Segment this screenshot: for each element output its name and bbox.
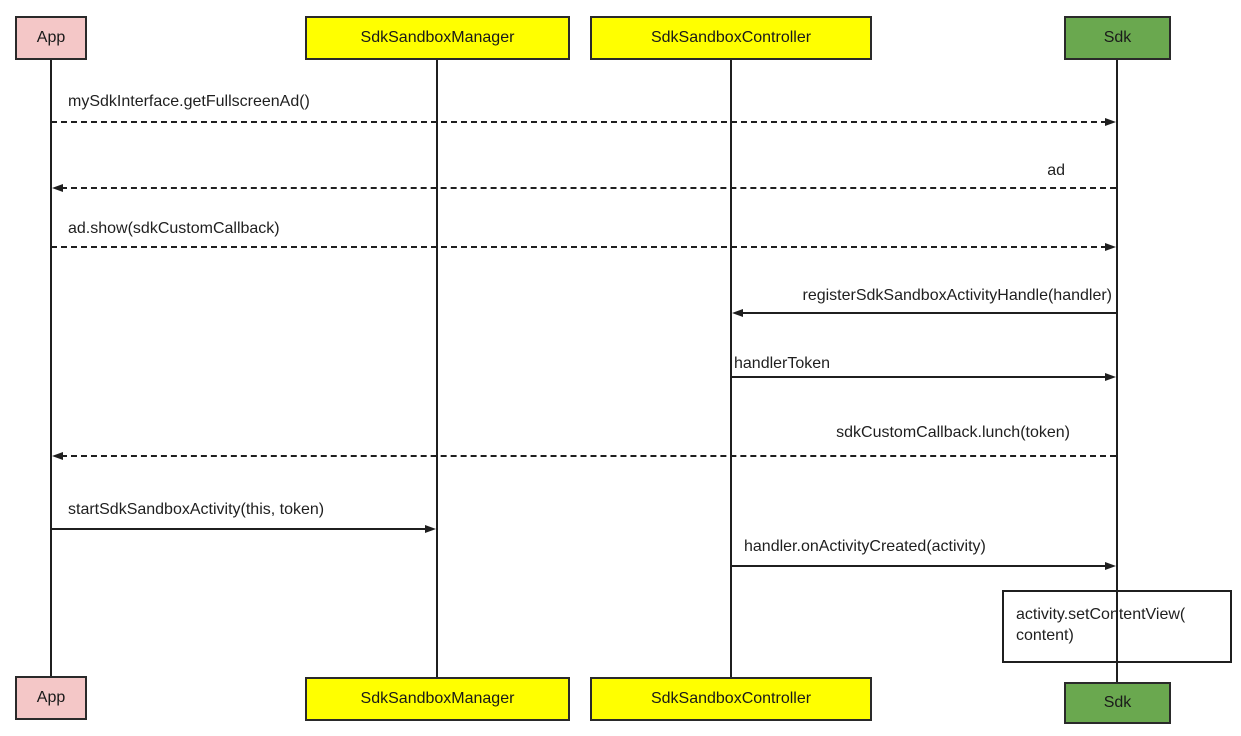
message-7-arrowhead-icon [425,525,436,533]
participant-sdk-sandbox-controller-label: SdkSandboxController [650,29,812,46]
message-2-line [61,187,1116,189]
participant-sdk-sandbox-manager-label: SdkSandboxManager [360,29,515,46]
message-3-line [51,246,1107,248]
participant-sdk-sandbox-controller-bottom: SdkSandboxController [590,677,872,721]
participant-sdk-bottom-label: Sdk [1103,694,1132,711]
message-8-label: handler.onActivityCreated(activity) [744,538,986,555]
message-1-label: mySdkInterface.getFullscreenAd() [68,93,310,110]
lifeline-sdk-sandbox-controller [730,60,732,678]
message-1-arrowhead-icon [1105,118,1116,126]
message-5-line [731,376,1106,378]
message-5-label: handlerToken [734,355,831,372]
message-4-line [742,312,1116,314]
message-7-line [51,528,427,530]
participant-sdk-sandbox-manager-bottom: SdkSandboxManager [305,677,570,721]
participant-app-bottom-label: App [36,689,66,706]
participant-app-top: App [15,16,87,60]
message-6-arrowhead-icon [52,452,63,460]
participant-sdk-sandbox-controller-bottom-label: SdkSandboxController [650,690,812,707]
participant-sdk-sandbox-manager-bottom-label: SdkSandboxManager [360,690,515,707]
participant-app-bottom: App [15,676,87,720]
message-4-label: registerSdkSandboxActivityHandle(handler… [802,287,1113,304]
participant-sdk-label: Sdk [1103,29,1132,46]
participant-app-label: App [36,29,66,46]
lifeline-sdk [1116,60,1118,682]
message-8-line [731,565,1106,567]
message-2-label: ad [1047,162,1065,179]
lifeline-sdk-sandbox-manager [436,60,438,677]
message-6-label: sdkCustomCallback.lunch(token) [836,424,1070,441]
participant-sdk-top: Sdk [1064,16,1171,60]
message-3-label: ad.show(sdkCustomCallback) [68,220,280,237]
message-6-line [61,455,1116,457]
message-8-arrowhead-icon [1105,562,1116,570]
note-text-line-2: content) [1016,627,1074,644]
message-3-arrowhead-icon [1105,243,1116,251]
participant-sdk-sandbox-controller-top: SdkSandboxController [590,16,872,60]
participant-sdk-bottom: Sdk [1064,682,1171,724]
participant-sdk-sandbox-manager-top: SdkSandboxManager [305,16,570,60]
lifeline-app [50,60,52,677]
message-7-label: startSdkSandboxActivity(this, token) [68,501,325,518]
message-4-arrowhead-icon [732,309,743,317]
note-text-line-1: activity.setContentView( [1016,606,1186,623]
message-5-arrowhead-icon [1105,373,1116,381]
note-activity-setcontentview: activity.setContentView( content) [1002,590,1232,663]
message-1-line [51,121,1107,123]
message-2-arrowhead-icon [52,184,63,192]
